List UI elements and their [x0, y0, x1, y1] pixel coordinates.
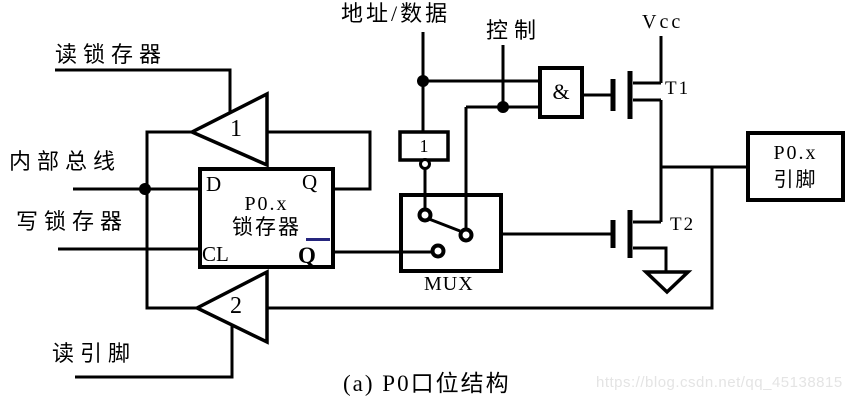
watermark-text: https://blog.csdn.net/qq_45138815 [596, 374, 843, 391]
pin-box [746, 131, 845, 202]
read-pin-label: 读引脚 [52, 341, 137, 366]
latch-qbar-overline [306, 238, 330, 241]
junction-control [497, 101, 509, 113]
latch-q-label: Q [302, 170, 318, 194]
mux-switch-lever [428, 217, 461, 233]
latch-qbar-label: Q [298, 243, 316, 268]
latch-cl-label: CL [202, 242, 229, 266]
wire-buffer1-output-bus [145, 130, 198, 310]
wire-latch-q-to-buffer1 [267, 130, 372, 191]
inverter-label: 1 [419, 136, 429, 156]
mux-contact-output-icon [458, 227, 474, 243]
mux-contact-qbar-icon [430, 243, 446, 259]
junction-addr-data [417, 75, 429, 87]
and-gate-label: & [552, 79, 570, 104]
mux-box [399, 193, 503, 273]
t2-label: T2 [670, 214, 696, 235]
vcc-label: Vcc [642, 11, 684, 33]
control-label: 控制 [486, 18, 543, 43]
read-latch-label: 读锁存器 [55, 42, 168, 67]
buffer2-triangle [193, 269, 269, 345]
pin-box-line1: P0.x [773, 141, 818, 164]
latch-name-line1: P0.x [244, 193, 289, 215]
pin-box-line2: 引脚 [773, 168, 818, 191]
wire-read-pin [75, 325, 234, 379]
buffer1-label: 1 [230, 116, 242, 142]
t1-label: T1 [665, 78, 691, 99]
internal-bus-label: 内部总线 [9, 149, 122, 174]
mux-label: MUX [424, 273, 474, 295]
junction-internal-bus [139, 183, 151, 195]
and-gate-box [538, 66, 584, 119]
buffer1-triangle [187, 91, 269, 168]
inverter-bubble [419, 158, 431, 170]
addr-data-label: 地址/数据 [341, 1, 451, 26]
latch-box [198, 167, 335, 269]
wire-t2-source-to-ground [633, 246, 668, 272]
write-latch-label: 写锁存器 [16, 209, 129, 234]
wire-pin-feedback-to-buffer2 [267, 167, 714, 310]
wire-read-latch [55, 68, 232, 113]
ground-symbol [641, 270, 693, 295]
figure-caption: (a) P0口位结构 [343, 371, 511, 396]
latch-name-line2: 锁存器 [232, 215, 301, 239]
buffer2-label: 2 [230, 293, 242, 319]
pin-box-label: P0.x 引脚 [748, 133, 843, 200]
latch-d-label: D [206, 172, 222, 196]
mux-contact-addr-icon [417, 207, 433, 223]
